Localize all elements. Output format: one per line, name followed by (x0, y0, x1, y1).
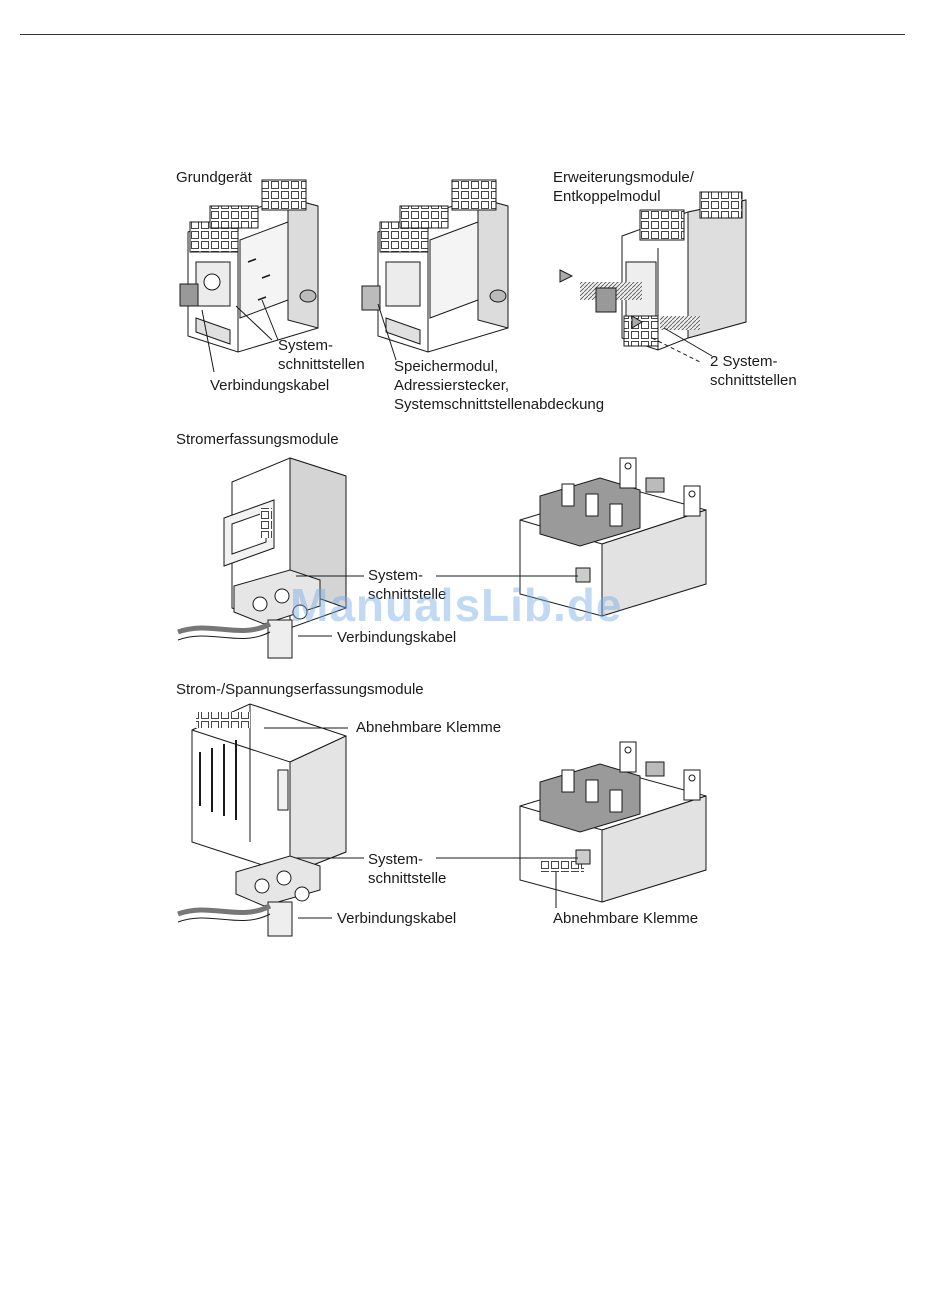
voltage-module-drawing-left (177, 703, 347, 937)
callout-system-schnittstelle-2: System- schnittstelle (368, 566, 446, 604)
callout-line: Adressierstecker, (394, 377, 510, 394)
callout-line: 2 System- (710, 353, 778, 370)
title-erweiterung: Erweiterungsmodule/ Entkoppelmodul (553, 168, 694, 206)
callout-line: schnittstelle (368, 870, 447, 887)
callout-abnehmbare-klemme-1: Abnehmbare Klemme (356, 719, 502, 736)
callout-abnehmbare-klemme-2: Abnehmbare Klemme (553, 910, 699, 927)
callout-line: schnittstellen (710, 372, 797, 389)
current-module-drawing-left (177, 457, 347, 659)
watermark: ManualsLib.de (290, 579, 623, 631)
expansion-module-drawing (559, 191, 747, 351)
header-rule (20, 34, 905, 35)
callout-line: System- (368, 567, 424, 584)
callout-zwei-system: 2 System- schnittstellen (710, 352, 797, 390)
callout-line: Speichermodul, (394, 358, 499, 375)
callout-line: Systemschnittstellenabdeckung (394, 396, 605, 413)
callout-system-schnittstelle-3: System- schnittstelle (368, 850, 446, 888)
title-stromerfassung: Stromerfassungsmodule (176, 431, 339, 448)
leader-lines-3 (264, 727, 578, 919)
callout-verbindungskabel-1: Verbindungskabel (210, 377, 330, 394)
leader-lines-1 (201, 299, 713, 373)
callout-system-schnittstellen: System- schnittstellen (278, 336, 365, 374)
callout-line: schnittstellen (278, 356, 365, 373)
base-unit-drawing-1 (179, 179, 319, 353)
callout-verbindungskabel-3: Verbindungskabel (337, 910, 457, 927)
leader-lines-2 (296, 575, 578, 637)
current-module-drawing-right (519, 457, 707, 617)
title-spannungserfassung: Strom-/Spannungserfassungsmodule (176, 681, 424, 698)
callout-speichermodul: Speichermodul, Adressierstecker, Systems… (394, 357, 604, 414)
callout-verbindungskabel-2: Verbindungskabel (337, 629, 457, 646)
callout-line: schnittstelle (368, 586, 447, 603)
callout-line: System- (368, 851, 424, 868)
voltage-module-drawing-right (519, 741, 707, 903)
callout-line: System- (278, 337, 334, 354)
title-erweiterung-line2: Entkoppelmodul (553, 188, 661, 205)
title-grundgeraet: Grundgerät (176, 169, 252, 186)
base-unit-drawing-2 (361, 179, 509, 353)
title-erweiterung-line1: Erweiterungsmodule/ (553, 169, 694, 186)
